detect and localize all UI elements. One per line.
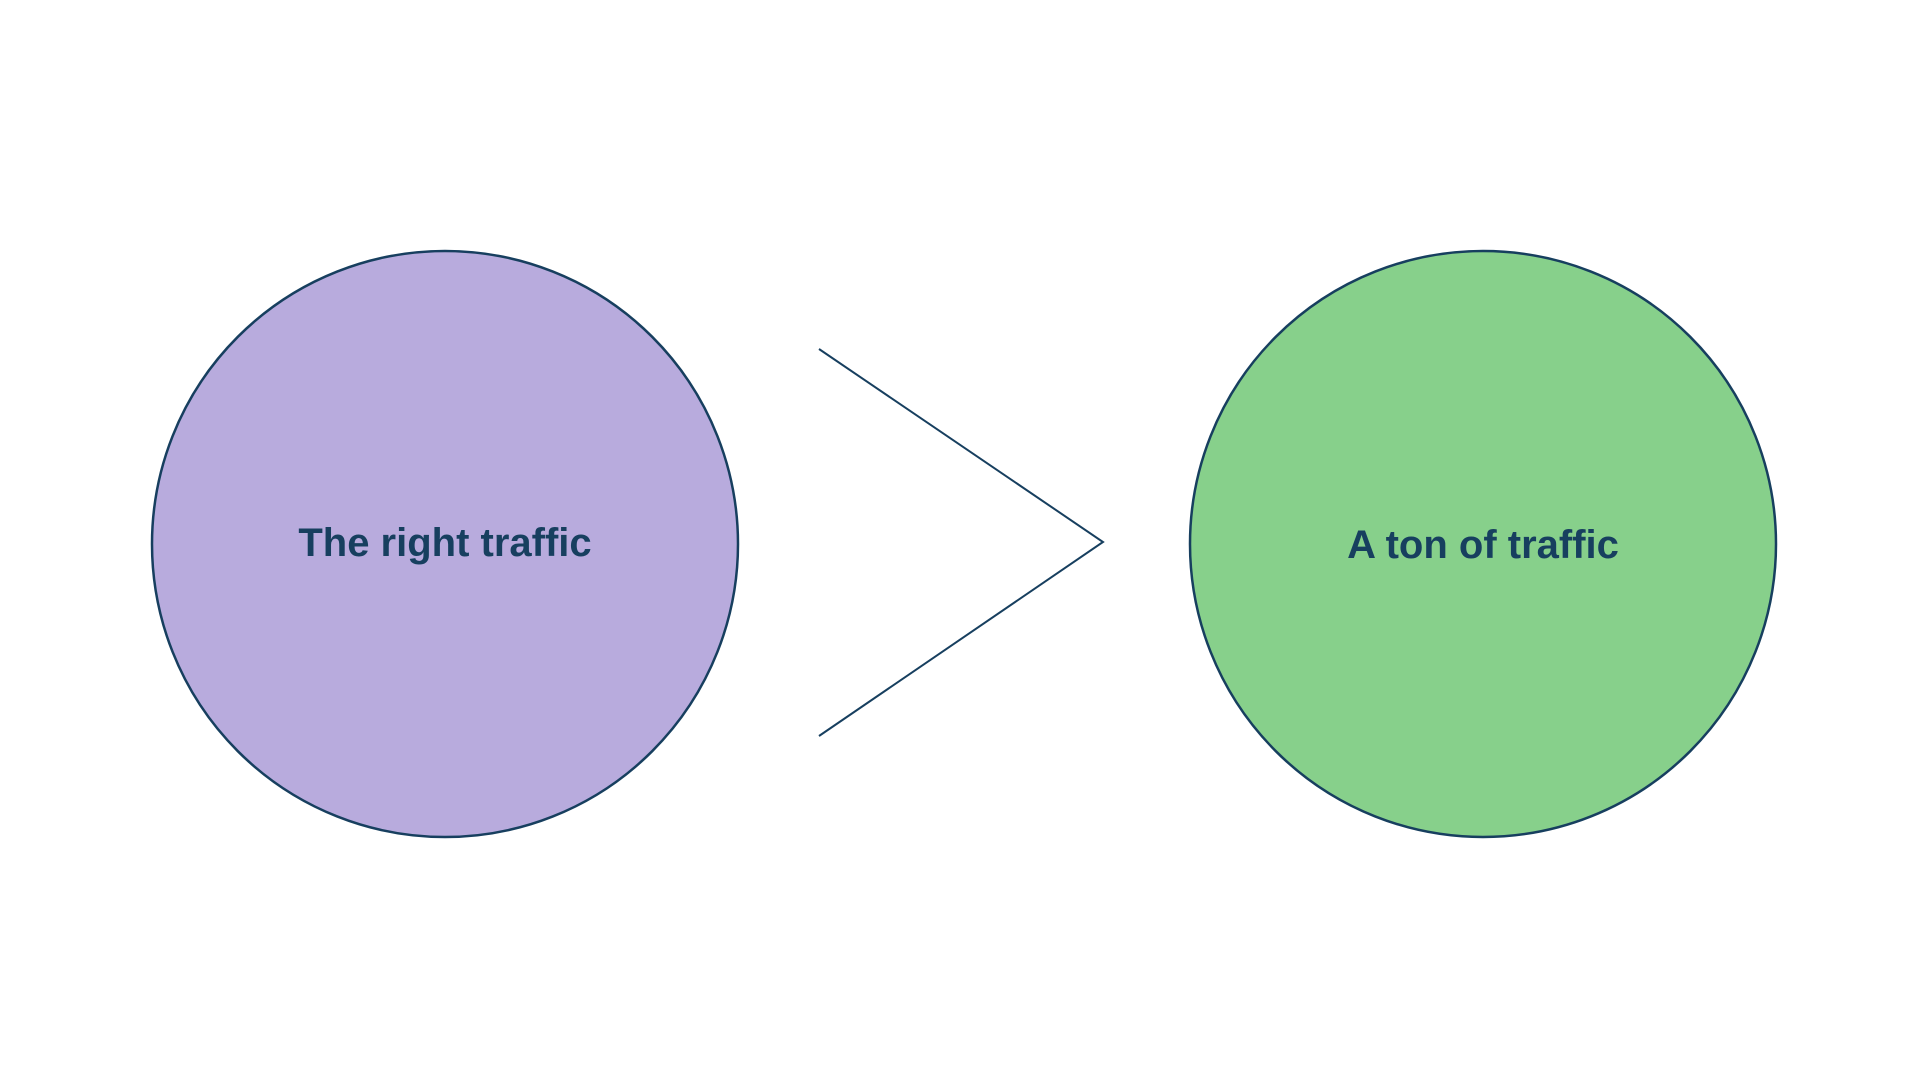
right-circle bbox=[1188, 249, 1778, 839]
right-circle-label: A ton of traffic bbox=[1347, 523, 1619, 567]
left-circle bbox=[150, 249, 740, 839]
left-circle-label: The right traffic bbox=[298, 521, 591, 565]
greater-than-symbol bbox=[818, 348, 1105, 737]
